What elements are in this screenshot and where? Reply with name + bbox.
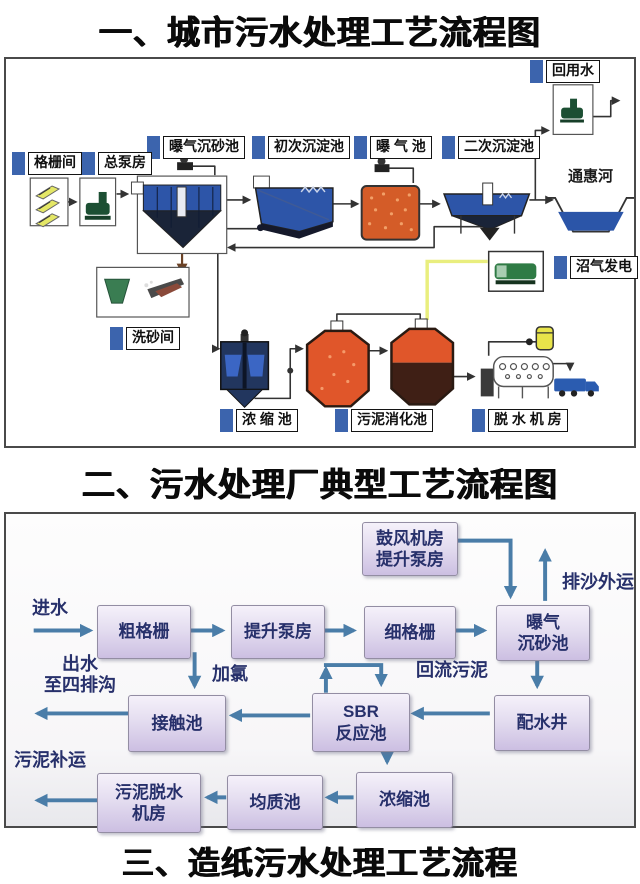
box-thicken-tank: 浓缩池 <box>356 772 453 828</box>
label-text: 曝 气 池 <box>370 136 432 159</box>
aeration-tank <box>360 157 421 241</box>
box-lift-pump: 提升泵房 <box>231 605 325 659</box>
grid-room-unit <box>29 177 69 228</box>
label-text: 洗砂间 <box>126 327 180 350</box>
sand-wash-room <box>96 266 190 318</box>
label-primary-sedimentation: 初次沉淀池 <box>252 136 350 159</box>
label-thickener: 浓 缩 池 <box>220 409 298 432</box>
main-pump-unit <box>79 177 117 227</box>
box-distribution-well: 配水井 <box>494 695 590 751</box>
label-text: 回用水 <box>546 60 600 83</box>
blue-square-icon <box>442 136 455 159</box>
label-biogas-power: 沼气发电 <box>554 256 638 279</box>
label-text: 污泥消化池 <box>351 409 433 432</box>
blue-square-icon <box>12 152 25 175</box>
blue-square-icon <box>472 409 485 432</box>
gas-holder <box>535 326 554 351</box>
label-text: 格栅间 <box>28 152 82 175</box>
label-text: 二次沉淀池 <box>458 136 540 159</box>
blue-square-icon <box>335 409 348 432</box>
diagram1-canvas <box>29 84 634 409</box>
label-secondary-sedimentation: 二次沉淀池 <box>442 136 540 159</box>
box-sludge-dewater-room: 污泥脱水 机房 <box>97 773 201 833</box>
label-text: 沼气发电 <box>570 256 638 279</box>
label-text: 浓 缩 池 <box>236 409 298 432</box>
label-main-pump: 总泵房 <box>82 152 152 175</box>
sand-out-label: 排沙外运 <box>562 572 634 592</box>
box-blower-room: 鼓风机房 提升泵房 <box>362 522 458 576</box>
box-homogenize-tank: 均质池 <box>227 775 323 830</box>
label-text: 脱 水 机 房 <box>488 409 568 432</box>
box-fine-screen: 细格栅 <box>364 606 456 659</box>
box-grit-chamber: 曝气 沉砂池 <box>496 605 590 661</box>
biogas-line <box>425 259 488 320</box>
reuse-water-pump <box>552 84 594 136</box>
label-reuse-water: 回用水 <box>530 60 600 83</box>
sludge-digester-1 <box>305 320 370 408</box>
river-channel <box>547 197 634 233</box>
return-sludge-label: 回流污泥 <box>416 660 488 680</box>
river-label: 通惠河 <box>568 168 614 185</box>
section1-title: 一、城市污水处理工艺流程图 <box>99 14 541 51</box>
diagram1-panel: 回用水 曝气沉砂池 初次沉淀池 曝 气 池 二次沉淀池 格栅间 总泵房 洗砂间 <box>4 57 638 448</box>
blue-square-icon <box>530 60 543 83</box>
label-sand-wash: 洗砂间 <box>110 327 180 350</box>
label-text: 曝气沉砂池 <box>163 136 245 159</box>
label-text: 总泵房 <box>98 152 152 175</box>
flow-arrows <box>33 538 552 808</box>
outflow-label: 出水 至四排沟 <box>44 654 116 695</box>
biogas-generator <box>487 250 545 292</box>
diagram2-panel: 鼓风机房 提升泵房 粗格栅 提升泵房 细格栅 曝气 沉砂池 接触池 SBR 反应… <box>4 512 636 833</box>
secondary-clarifier <box>442 182 531 241</box>
chlorine-label: 加氯 <box>212 664 248 684</box>
blue-square-icon <box>82 152 95 175</box>
sludge-thickener <box>220 329 270 409</box>
label-aeration-tank: 曝 气 池 <box>354 136 432 159</box>
box-contact-tank: 接触池 <box>128 695 226 752</box>
blue-square-icon <box>252 136 265 159</box>
label-grit-chamber: 曝气沉砂池 <box>147 136 245 159</box>
diagram2-canvas <box>33 538 552 808</box>
label-text: 初次沉淀池 <box>268 136 350 159</box>
label-digester: 污泥消化池 <box>335 409 433 432</box>
label-grid-room: 格栅间 <box>12 152 82 175</box>
blue-square-icon <box>554 256 567 279</box>
blue-square-icon <box>354 136 367 159</box>
section2-title: 二、污水处理厂典型工艺流程图 <box>82 466 558 503</box>
sludge-digester-2 <box>390 318 455 406</box>
sludge-out-label: 污泥补运 <box>14 750 86 770</box>
blue-square-icon <box>220 409 233 432</box>
box-coarse-screen: 粗格栅 <box>97 605 191 659</box>
primary-sedimentation-tank <box>253 175 334 239</box>
section3-title: 三、造纸污水处理工艺流程 <box>121 845 518 881</box>
box-sbr-reactor: SBR 反应池 <box>312 693 410 752</box>
sludge-truck <box>554 378 599 397</box>
blue-square-icon <box>110 327 123 350</box>
inflow-label: 进水 <box>32 598 68 618</box>
dewatering-machine <box>480 338 554 399</box>
grit-chamber-tank <box>130 155 228 255</box>
label-dewater-room: 脱 水 机 房 <box>472 409 568 432</box>
